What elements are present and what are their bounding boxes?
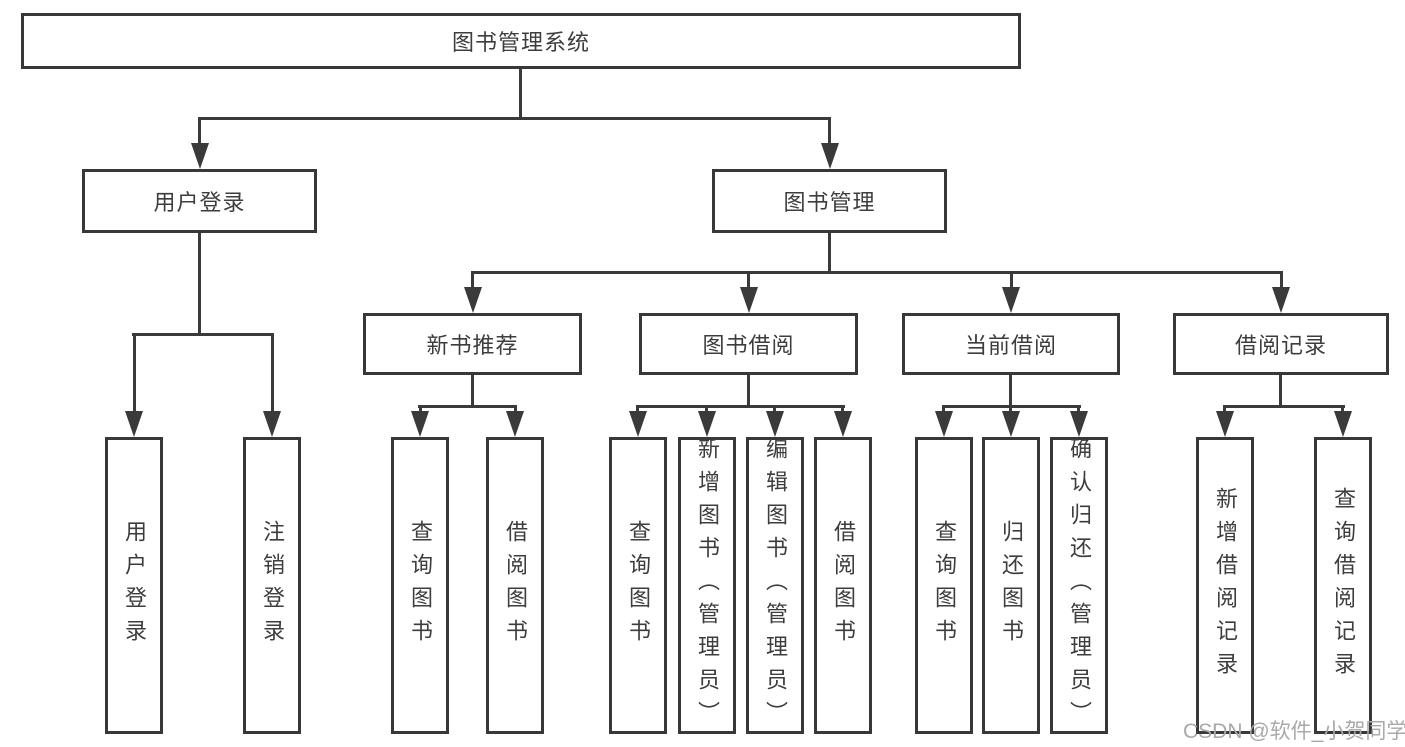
node-borrow-books-action: 借阅图书 [814, 437, 872, 734]
node-edit-books-admin: 编辑图书（管理员） [746, 437, 804, 734]
connector-line [1223, 405, 1226, 413]
connector-line [514, 405, 517, 413]
connector-line [418, 405, 516, 408]
watermark: CSDN @软件_小贺同学 [1183, 720, 1405, 743]
node-book-management-system: 图书管理系统 [21, 13, 1021, 69]
connector-line [519, 69, 522, 119]
arrow-down-icon [766, 411, 784, 437]
connector-line [773, 405, 776, 413]
connector-line [1341, 405, 1344, 413]
connector-line [1009, 405, 1012, 413]
node-user-login-action: 用户登录 [105, 437, 163, 734]
arrow-down-icon [740, 287, 758, 313]
node-label: 查询图书 [408, 519, 433, 652]
arrow-down-icon [263, 411, 281, 437]
arrow-down-icon [698, 411, 716, 437]
arrow-down-icon [125, 411, 143, 437]
node-label: 用户登录 [122, 519, 147, 652]
node-label: 归还图书 [999, 519, 1024, 652]
node-query-books-current: 查询图书 [915, 437, 973, 734]
node-book-borrow: 图书借阅 [639, 313, 858, 375]
node-label: 图书借阅 [702, 333, 795, 358]
connector-line [419, 405, 422, 413]
node-label: 借阅图书 [831, 519, 856, 652]
connector-line [841, 405, 844, 413]
arrow-down-icon [1070, 411, 1088, 437]
node-label: 查询借阅记录 [1331, 486, 1356, 685]
arrow-down-icon [1002, 287, 1020, 313]
node-logout-action: 注销登录 [243, 437, 301, 734]
node-add-books-admin: 新增图书（管理员） [678, 437, 736, 734]
node-query-borrow-record: 查询借阅记录 [1314, 437, 1372, 734]
node-borrow-books-recommend: 借阅图书 [486, 437, 544, 734]
node-label: 当前借阅 [964, 333, 1057, 358]
node-label: 图书管理 [783, 190, 876, 215]
node-return-books: 归还图书 [982, 437, 1040, 734]
arrow-down-icon [629, 411, 647, 437]
arrow-down-icon [1334, 411, 1352, 437]
connector-line [1077, 405, 1080, 413]
node-label: 借阅记录 [1234, 333, 1327, 358]
connector-line [1009, 375, 1012, 408]
connector-line [942, 405, 945, 413]
arrow-down-icon [834, 411, 852, 437]
connector-line [705, 405, 708, 413]
connector-line [1010, 271, 1013, 289]
connector-line [471, 271, 1283, 274]
connector-line [636, 405, 845, 408]
node-label: 新增图书（管理员） [695, 437, 720, 734]
arrow-down-icon [1216, 411, 1234, 437]
node-label: 新书推荐 [426, 333, 519, 358]
connector-line [471, 375, 474, 408]
connector-line [133, 333, 136, 413]
connector-line [636, 405, 639, 413]
node-query-books-borrow: 查询图书 [609, 437, 667, 734]
connector-line [1279, 375, 1282, 408]
arrow-down-icon [935, 411, 953, 437]
node-confirm-return-admin: 确认归还（管理员） [1050, 437, 1108, 734]
node-new-book-recommend: 新书推荐 [363, 313, 582, 375]
arrow-down-icon [411, 411, 429, 437]
node-label: 注销登录 [260, 519, 285, 652]
arrow-down-icon [821, 143, 839, 169]
node-label: 编辑图书（管理员） [763, 437, 788, 734]
arrow-down-icon [464, 287, 482, 313]
connector-line [1223, 405, 1345, 408]
connector-line [828, 117, 831, 145]
arrow-down-icon [1272, 287, 1290, 313]
connector-line [1280, 271, 1283, 289]
connector-line [828, 233, 831, 274]
connector-line [747, 271, 750, 289]
connector-line [198, 233, 201, 336]
connector-line [198, 117, 201, 145]
node-label: 确认归还（管理员） [1067, 437, 1092, 734]
node-label: 查询图书 [626, 519, 651, 652]
arrow-down-icon [1002, 411, 1020, 437]
connector-line [471, 271, 474, 289]
node-current-borrow: 当前借阅 [902, 313, 1120, 375]
node-borrow-record: 借阅记录 [1173, 313, 1389, 375]
node-label: 借阅图书 [503, 519, 528, 652]
arrow-down-icon [506, 411, 524, 437]
connector-line [747, 375, 750, 408]
node-book-management: 图书管理 [712, 169, 947, 233]
node-label: 图书管理系统 [451, 30, 590, 55]
node-user-login: 用户登录 [82, 169, 317, 233]
node-label: 查询图书 [932, 519, 957, 652]
connector-line [198, 117, 831, 120]
connector-line [271, 333, 274, 413]
node-add-borrow-record: 新增借阅记录 [1196, 437, 1254, 734]
node-query-books-recommend: 查询图书 [391, 437, 449, 734]
connector-line [132, 333, 274, 336]
node-label: 用户登录 [153, 190, 246, 215]
node-label: 新增借阅记录 [1213, 486, 1238, 685]
arrow-down-icon [191, 143, 209, 169]
